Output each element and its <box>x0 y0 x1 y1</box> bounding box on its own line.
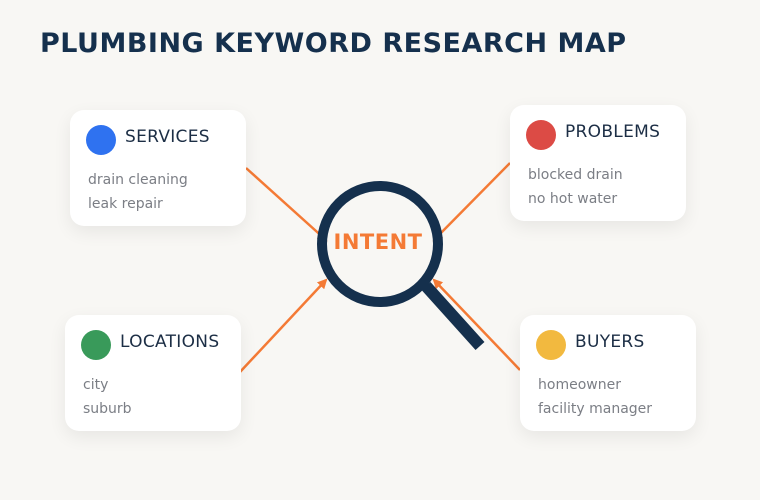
list-item: facility manager <box>538 401 653 417</box>
services-dot-icon <box>86 125 116 155</box>
list-item: no hot water <box>528 191 618 207</box>
card-title: PROBLEMS <box>565 122 661 142</box>
card-title: LOCATIONS <box>120 332 220 352</box>
list-item: drain cleaning <box>88 172 188 188</box>
arrow-services-to-intent <box>245 167 328 242</box>
intent-label: INTENT <box>333 230 423 254</box>
arrow-problems-to-intent <box>432 162 511 242</box>
magnifying-glass-icon <box>317 181 485 351</box>
list-item: blocked drain <box>528 167 623 183</box>
arrow-locations-to-intent <box>239 278 328 373</box>
card-buyers: BUYERS homeowner facility manager <box>520 315 696 431</box>
card-problems: PROBLEMS blocked drain no hot water <box>510 105 686 221</box>
card-items: homeowner facility manager <box>538 373 652 421</box>
page-title: PLUMBING KEYWORD RESEARCH MAP <box>40 28 627 59</box>
list-item: leak repair <box>88 196 163 212</box>
buyers-dot-icon <box>536 330 566 360</box>
list-item: homeowner <box>538 377 621 393</box>
problems-dot-icon <box>526 120 556 150</box>
card-title: BUYERS <box>575 332 645 352</box>
arrow-buyers-to-intent <box>432 278 521 371</box>
card-locations: LOCATIONS city suburb <box>65 315 241 431</box>
card-items: city suburb <box>83 373 132 421</box>
locations-dot-icon <box>81 330 111 360</box>
card-items: blocked drain no hot water <box>528 163 623 211</box>
list-item: city <box>83 377 109 393</box>
card-title: SERVICES <box>125 127 210 147</box>
list-item: suburb <box>83 401 132 417</box>
card-services: SERVICES drain cleaning leak repair <box>70 110 246 226</box>
card-items: drain cleaning leak repair <box>88 168 188 216</box>
